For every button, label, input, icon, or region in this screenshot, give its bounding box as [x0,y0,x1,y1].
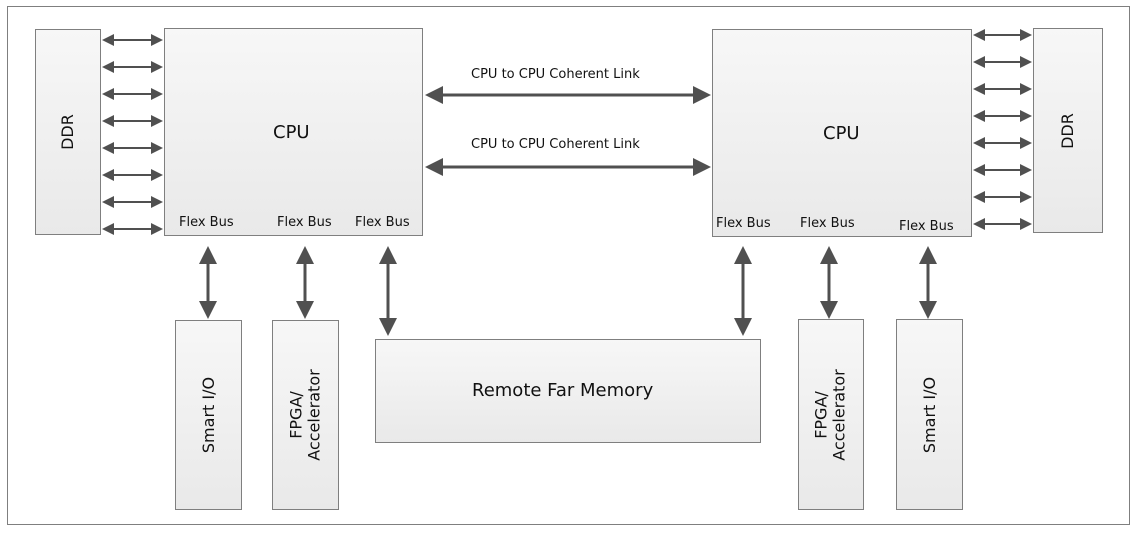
smart-io-left-label: Smart I/O [198,376,218,454]
fpga-right-line1: FPGA/ [811,390,831,439]
diagram-frame [7,6,1130,525]
remote-far-memory: Remote Far Memory [375,339,761,443]
flex-bus-label-left-2: Flex Bus [277,215,332,230]
flex-bus-label-right-2: Flex Bus [800,216,855,231]
flex-bus-label-right-3: Flex Bus [899,219,954,234]
cpu-right-label: CPU [823,123,860,144]
fpga-right-line2: Accelerator [830,368,849,461]
ddr-left: DDR [35,29,101,235]
ddr-right: DDR [1033,28,1103,233]
smart-io-right: Smart I/O [896,319,963,510]
fpga-accelerator-right: FPGA/ Accelerator [798,319,864,510]
smart-io-left: Smart I/O [175,320,242,510]
flex-bus-label-left-1: Flex Bus [179,215,234,230]
flex-bus-label-right-1: Flex Bus [716,216,771,231]
fpga-left-line2: Accelerator [304,369,324,461]
smart-io-right-label: Smart I/O [919,376,939,453]
cpu-left-label: CPU [273,122,310,143]
ddr-right-label: DDR [1057,112,1077,149]
fpga-accelerator-right-label: FPGA/ Accelerator [811,368,850,461]
fpga-left-line1: FPGA/ [286,391,306,439]
remote-far-memory-label: Remote Far Memory [472,380,654,401]
cpu-left: CPU Flex Bus Flex Bus Flex Bus [164,28,423,236]
flex-bus-label-left-3: Flex Bus [355,215,410,230]
fpga-accelerator-left: FPGA/ Accelerator [272,320,339,510]
coherent-link-bottom-label: CPU to CPU Coherent Link [471,137,640,152]
coherent-link-top-label: CPU to CPU Coherent Link [471,67,640,82]
cpu-right: CPU Flex Bus Flex Bus Flex Bus [712,29,972,237]
fpga-accelerator-left-label: FPGA/ Accelerator [286,369,324,461]
ddr-left-label: DDR [57,114,77,150]
